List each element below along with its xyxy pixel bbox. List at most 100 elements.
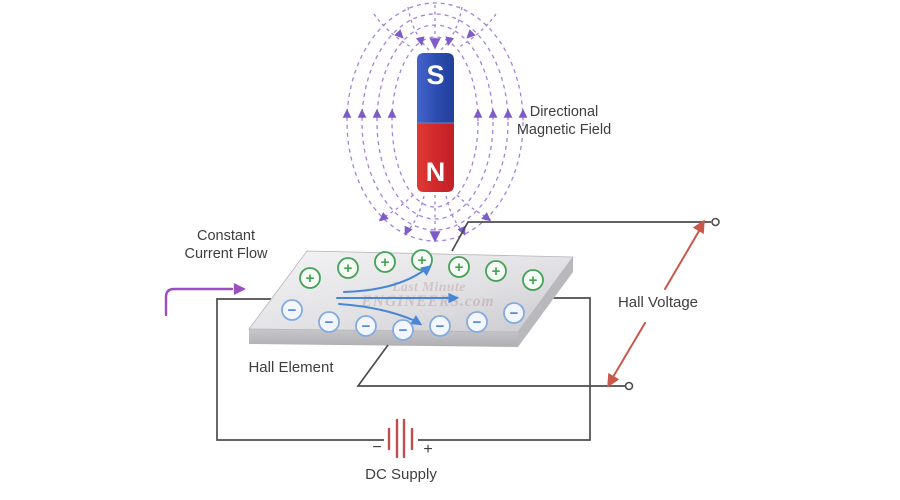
charge-symbol: + <box>418 252 427 269</box>
charge-circle <box>392 319 414 341</box>
battery-plus-label: + <box>423 441 433 458</box>
plus-charge: + <box>485 260 507 282</box>
charge-symbol: − <box>510 305 519 322</box>
charge-circle <box>318 311 340 333</box>
charge-symbol: − <box>325 314 334 331</box>
flow-arrowhead <box>410 315 423 326</box>
field-arrowhead <box>342 108 352 118</box>
charge-symbol: + <box>455 259 464 276</box>
field-arrowhead <box>473 108 483 118</box>
field-arrowhead <box>357 108 367 118</box>
field-arrowhead <box>457 225 466 236</box>
minus-charge: − <box>355 315 377 337</box>
flow-arrowhead <box>448 292 460 304</box>
charge-circle <box>429 315 451 337</box>
hall-voltage-label: Hall Voltage <box>617 294 699 311</box>
charge-circle <box>281 299 303 321</box>
plate-right-face <box>518 257 573 347</box>
dc-supply-label: DC Supply <box>365 466 437 483</box>
charge-circle <box>337 257 359 279</box>
field-arrowhead <box>445 36 455 47</box>
minus-charge: − <box>281 299 303 321</box>
charge-circle <box>503 302 525 324</box>
minus-charge: − <box>429 315 451 337</box>
directional-magnetic-field-label: Directional Magnetic Field <box>516 104 612 138</box>
magnet-north-label: N <box>426 157 446 187</box>
charge-circle <box>374 251 396 273</box>
charge-symbol: − <box>436 318 445 335</box>
plus-charge: + <box>448 256 470 278</box>
field-arrowhead <box>429 38 441 50</box>
field-line <box>458 13 497 48</box>
plus-charge: + <box>337 257 359 279</box>
charge-symbol: + <box>306 270 315 287</box>
current-arrow-shaft <box>164 287 234 317</box>
field-arrowhead <box>429 231 441 243</box>
charges: +++++++−−−−−−− <box>281 249 544 341</box>
minus-charge: − <box>466 311 488 333</box>
field-arrowhead <box>404 225 413 236</box>
charge-circle <box>466 311 488 333</box>
watermark-line2: ENGINEERS.com <box>360 293 494 310</box>
field-arrowhead <box>415 36 425 47</box>
charge-symbol: − <box>288 302 297 319</box>
field-arrowhead <box>387 108 397 118</box>
plate-front-face <box>249 329 518 347</box>
field-arrowhead <box>372 108 382 118</box>
flow-arrow-down <box>338 303 414 321</box>
hall-tap-wire-top <box>451 221 711 252</box>
charge-circle <box>485 260 507 282</box>
charge-symbol: − <box>362 318 371 335</box>
bar-magnet: S N <box>417 53 454 192</box>
field-arrowhead <box>394 29 404 39</box>
magnet-north-half <box>417 123 454 192</box>
current-arrowhead <box>233 283 247 295</box>
field-arrowhead <box>503 108 513 118</box>
charge-symbol: + <box>492 263 501 280</box>
field-arrowhead <box>518 108 528 118</box>
minus-charge: − <box>503 302 525 324</box>
charge-symbol: + <box>529 272 538 289</box>
minus-charge: − <box>318 311 340 333</box>
hall-arrowhead <box>692 219 705 234</box>
hall-element-label: Hall Element <box>248 359 334 376</box>
charge-symbol: − <box>399 322 408 339</box>
field-loop <box>391 36 479 208</box>
charge-circle <box>522 269 544 291</box>
watermark-line1: Last Minute <box>391 279 465 294</box>
hall-arrowhead <box>607 373 620 388</box>
charge-circle <box>448 256 470 278</box>
field-line <box>440 6 463 51</box>
constant-current-arrow <box>164 283 247 317</box>
field-arrowhead <box>481 212 491 222</box>
charge-circle <box>299 267 321 289</box>
circuit-wires <box>216 297 591 441</box>
constant-current-flow-label: Constant Current Flow <box>184 228 268 262</box>
plus-charge: + <box>522 269 544 291</box>
charge-circle <box>355 315 377 337</box>
current-flow-arrows <box>336 265 460 326</box>
magnetic-field-lines <box>342 2 528 243</box>
field-line <box>373 13 412 48</box>
plus-charge: + <box>374 251 396 273</box>
field-line <box>407 6 430 51</box>
charge-symbol: + <box>344 260 353 277</box>
charge-symbol: − <box>473 314 482 331</box>
hall-terminal-top <box>711 217 720 227</box>
magnet-south-label: S <box>426 60 444 90</box>
field-arrowhead <box>466 29 476 39</box>
battery-symbol <box>387 418 414 459</box>
hall-arrow-upper-segment <box>664 230 700 290</box>
plus-charge: + <box>299 267 321 289</box>
flow-arrow-up <box>343 270 424 293</box>
hall-arrow-lower-segment <box>612 322 646 378</box>
flow-arrowhead <box>420 265 432 276</box>
current-loop-wire <box>216 297 591 441</box>
hall-voltage-arrow <box>607 219 705 388</box>
charge-symbol: + <box>381 254 390 271</box>
hall-voltage-wires <box>356 217 720 391</box>
minus-charge: − <box>392 319 414 341</box>
field-arrowhead <box>488 108 498 118</box>
